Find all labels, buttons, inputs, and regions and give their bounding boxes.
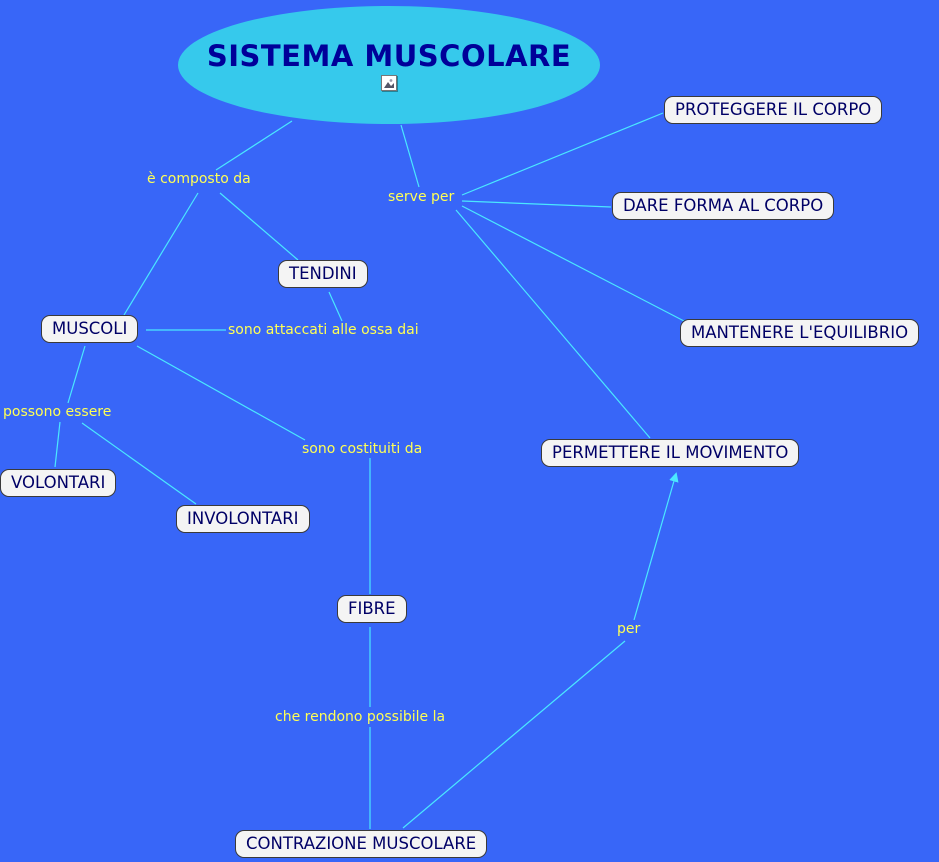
edge-line bbox=[461, 205, 685, 322]
edge-line bbox=[81, 422, 197, 505]
node-muscoli[interactable]: MUSCOLI bbox=[41, 315, 139, 343]
image-glyph bbox=[384, 79, 394, 88]
edge-line bbox=[136, 345, 306, 441]
edge-label-e-composto-da[interactable]: è composto da bbox=[147, 171, 251, 187]
node-volontari[interactable]: VOLONTARI bbox=[0, 469, 117, 497]
edge-label-per[interactable]: per bbox=[617, 621, 641, 637]
node-dare-forma-al-corpo[interactable]: DARE FORMA AL CORPO bbox=[612, 192, 835, 220]
edge-line bbox=[455, 209, 651, 439]
edge-line bbox=[400, 124, 420, 188]
edge-label-serve-per[interactable]: serve per bbox=[388, 189, 455, 205]
node-contrazione-muscolare[interactable]: CONTRAZIONE MUSCOLARE bbox=[235, 830, 488, 858]
node-permettere-il-movimento[interactable]: PERMETTERE IL MOVIMENTO bbox=[541, 439, 800, 467]
edge-label-che-rendono[interactable]: che rendono possibile la bbox=[275, 709, 446, 725]
edge-label-sono-costituiti-da[interactable]: sono costituiti da bbox=[302, 441, 423, 457]
edge-label-possono-essere[interactable]: possono essere bbox=[3, 404, 112, 420]
image-resource-icon[interactable] bbox=[381, 75, 397, 91]
edge-line bbox=[215, 120, 293, 171]
node-fibre[interactable]: FIBRE bbox=[337, 595, 407, 623]
node-sistema-muscolare[interactable]: SISTEMA MUSCOLARE bbox=[178, 6, 600, 124]
main-concept-title: SISTEMA MUSCOLARE bbox=[206, 39, 572, 73]
edge-line bbox=[461, 200, 612, 208]
edge-line bbox=[461, 112, 664, 196]
edge-line bbox=[54, 421, 61, 468]
edge-line bbox=[123, 192, 199, 316]
node-proteggere-il-corpo[interactable]: PROTEGGERE IL CORPO bbox=[664, 96, 883, 124]
edge-line bbox=[402, 640, 626, 829]
node-involontari[interactable]: INVOLONTARI bbox=[176, 505, 310, 533]
node-mantenere-equilibrio[interactable]: MANTENERE L'EQUILIBRIO bbox=[680, 319, 920, 347]
edge-line-arrow bbox=[633, 472, 679, 621]
edge-label-sono-attaccati[interactable]: sono attaccati alle ossa dai bbox=[228, 322, 419, 338]
node-tendini[interactable]: TENDINI bbox=[278, 260, 368, 288]
edge-line bbox=[328, 291, 343, 322]
edge-line bbox=[219, 192, 299, 261]
edge-line bbox=[67, 345, 86, 404]
